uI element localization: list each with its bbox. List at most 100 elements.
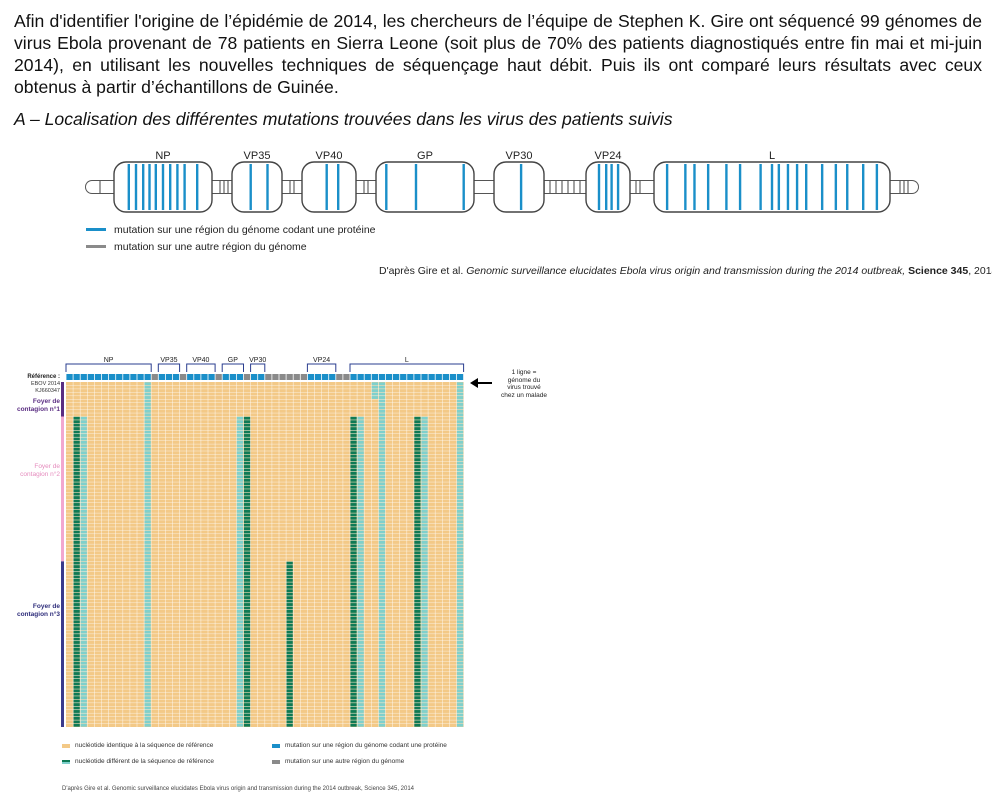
different-nucleotide [80, 434, 87, 437]
different-nucleotide [456, 454, 464, 458]
different-nucleotide [421, 472, 428, 475]
different-nucleotide [350, 658, 357, 662]
different-nucleotide [357, 568, 364, 572]
different-nucleotide [456, 447, 464, 451]
gene-bracket [157, 363, 181, 372]
different-nucleotide [144, 589, 151, 593]
different-nucleotide [350, 478, 357, 482]
different-nucleotide [421, 616, 428, 620]
different-nucleotide [243, 682, 251, 686]
different-nucleotide [378, 647, 386, 651]
different-nucleotide [80, 658, 87, 662]
different-nucleotide [243, 461, 251, 465]
different-nucleotide [357, 561, 364, 565]
reference-cell [208, 374, 215, 380]
different-nucleotide [80, 472, 87, 475]
different-nucleotide [421, 416, 428, 420]
different-nucleotide [73, 447, 80, 451]
different-nucleotide [144, 668, 151, 672]
different-nucleotide [236, 440, 244, 444]
different-nucleotide [243, 613, 251, 617]
different-nucleotide [236, 447, 244, 451]
different-nucleotide [414, 554, 421, 558]
different-nucleotide [414, 699, 421, 703]
different-nucleotide [456, 654, 464, 658]
different-nucleotide [236, 720, 244, 724]
different-nucleotide [236, 572, 244, 575]
different-nucleotide [80, 716, 87, 720]
different-nucleotide [144, 437, 151, 441]
different-nucleotide [236, 478, 244, 482]
different-nucleotide [378, 675, 386, 679]
different-nucleotide [421, 434, 428, 437]
different-nucleotide [421, 668, 428, 672]
different-nucleotide [350, 554, 357, 558]
gene-l: L [653, 150, 891, 213]
different-nucleotide [144, 720, 151, 724]
different-nucleotide [357, 475, 364, 479]
different-nucleotide [80, 606, 87, 610]
reference-cell [442, 374, 449, 380]
foyer1-bar [61, 382, 64, 417]
different-nucleotide [414, 534, 421, 537]
different-nucleotide [144, 385, 151, 389]
different-nucleotide [236, 599, 244, 603]
different-nucleotide [243, 440, 251, 444]
different-nucleotide [243, 499, 251, 503]
different-nucleotide [236, 499, 244, 503]
different-nucleotide [144, 389, 151, 393]
different-nucleotide [80, 675, 87, 679]
different-nucleotide [456, 720, 464, 724]
different-nucleotide [350, 561, 357, 565]
different-nucleotide [456, 475, 464, 479]
different-nucleotide [421, 465, 428, 468]
different-nucleotide [144, 634, 151, 637]
different-nucleotide [414, 516, 421, 520]
different-nucleotide [80, 637, 87, 641]
different-nucleotide [456, 568, 464, 572]
different-nucleotide [456, 565, 464, 568]
different-nucleotide [421, 585, 428, 589]
different-nucleotide [421, 613, 428, 617]
credit-a-year: , 2014 [968, 265, 992, 277]
different-nucleotide [243, 716, 251, 720]
different-nucleotide [357, 527, 364, 531]
different-nucleotide [243, 427, 251, 430]
different-nucleotide [456, 623, 464, 627]
gene-vp24: VP24 [585, 150, 631, 213]
different-nucleotide [73, 675, 80, 679]
different-nucleotide [80, 692, 87, 696]
different-nucleotide [243, 568, 251, 572]
different-nucleotide [414, 616, 421, 620]
different-nucleotide [350, 451, 357, 455]
different-nucleotide [80, 503, 87, 506]
different-nucleotide [286, 692, 293, 696]
different-nucleotide [286, 675, 293, 679]
different-nucleotide [144, 403, 151, 406]
different-nucleotide [357, 554, 364, 558]
different-nucleotide [73, 623, 80, 627]
different-nucleotide [421, 558, 428, 562]
different-nucleotide [236, 630, 244, 634]
different-nucleotide [350, 699, 357, 703]
different-nucleotide [243, 561, 251, 565]
different-nucleotide [350, 420, 357, 424]
different-nucleotide [80, 561, 87, 565]
different-nucleotide [286, 720, 293, 724]
different-nucleotide [144, 613, 151, 617]
different-nucleotide [378, 723, 386, 727]
different-nucleotide [243, 596, 251, 600]
reference-cell [307, 374, 315, 380]
different-nucleotide [73, 516, 80, 520]
different-nucleotide [236, 665, 244, 669]
different-nucleotide [286, 610, 293, 613]
different-nucleotide [243, 572, 251, 575]
reference-cell [371, 374, 378, 380]
different-nucleotide [421, 630, 428, 634]
reference-cell [130, 374, 137, 380]
different-nucleotide [236, 516, 244, 520]
different-nucleotide [357, 482, 364, 486]
different-nucleotide [414, 627, 421, 631]
different-nucleotide [243, 606, 251, 610]
credit-b: D'après Gire et al. Genomic surveillance… [62, 786, 415, 792]
